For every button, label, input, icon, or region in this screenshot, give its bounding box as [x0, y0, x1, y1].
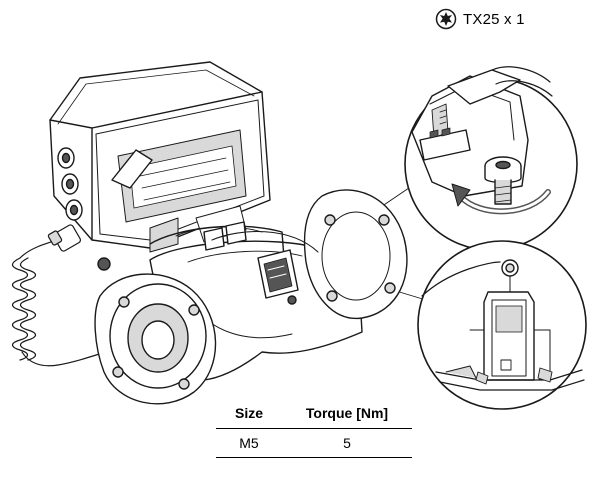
valve-body [94, 189, 408, 405]
actuator-housing [49, 61, 271, 271]
coiled-sensor-cable [11, 224, 119, 367]
torque-table: Size Torque [Nm] M5 5 [216, 398, 412, 458]
header-torque: Torque [Nm] [282, 398, 412, 429]
torx-icon [435, 8, 457, 30]
table-row: M5 5 [216, 428, 412, 458]
tool-text: TX25 x 1 [463, 10, 525, 28]
detail-sensor-clip [417, 240, 587, 410]
cell-torque: 5 [282, 428, 412, 458]
detail-screw-torque [404, 66, 578, 251]
tool-requirement: TX25 x 1 [435, 6, 525, 32]
header-size: Size [216, 398, 282, 429]
cell-size: M5 [216, 428, 282, 458]
table-header-row: Size Torque [Nm] [216, 398, 412, 429]
